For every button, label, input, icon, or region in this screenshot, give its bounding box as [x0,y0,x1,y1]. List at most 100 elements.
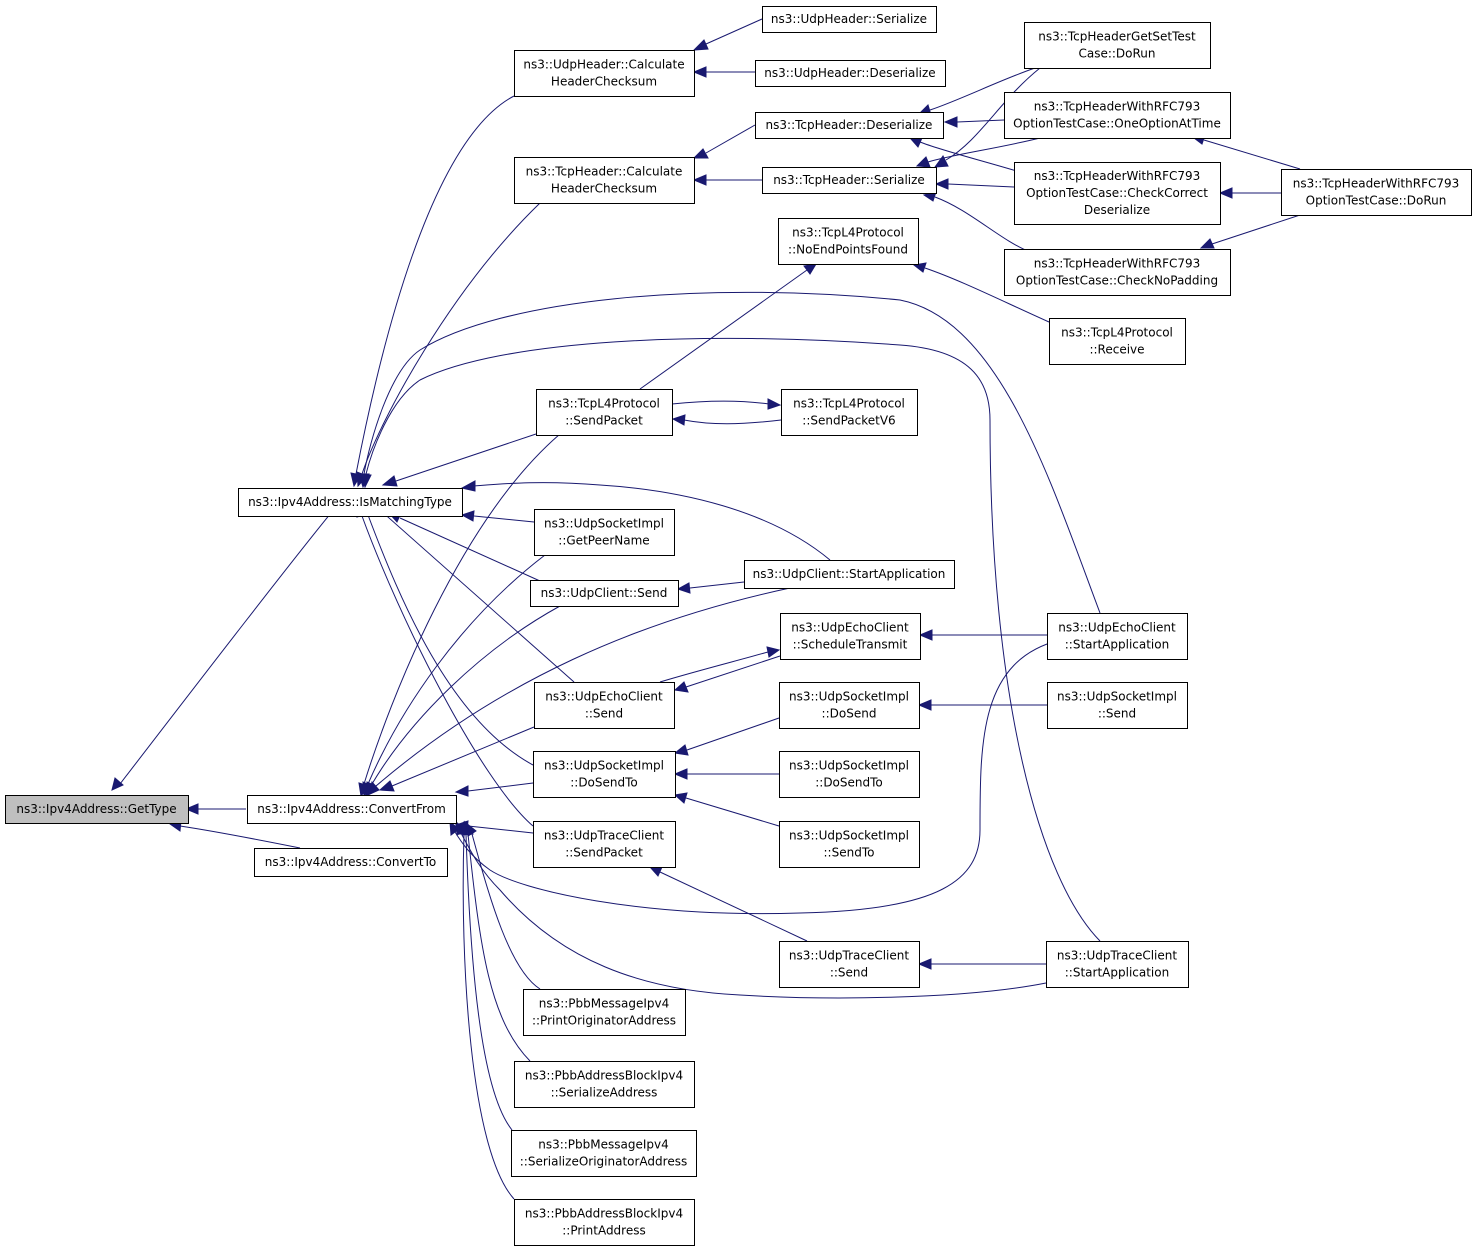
edge-sockdosend-sockdosendto [673,717,780,756]
node-convertfrom[interactable]: ns3::Ipv4Address::ConvertFrom [247,795,457,824]
node-tracesend-label-0: ns3::UdpTraceClient [789,949,909,963]
node-tcphdeser-box [755,112,944,139]
node-pbbserialaddr-label-0: ns3::PbbAddressBlockIpv4 [525,1069,683,1083]
node-tcpl4recv[interactable]: ns3::TcpL4Protocol::Receive [1049,318,1186,365]
node-convertto[interactable]: ns3::Ipv4Address::ConvertTo [254,848,448,877]
edge-rfccheckcorrect-tcphser-arrowhead [934,178,949,190]
edge-tcpl4send-tcpl4send6-line [671,400,770,405]
node-echosend[interactable]: ns3::UdpEchoClient::Send [534,682,675,729]
node-socksend[interactable]: ns3::UdpSocketImpl::Send [1047,682,1188,729]
node-pbbserialaddr[interactable]: ns3::PbbAddressBlockIpv4::SerializeAddre… [514,1061,695,1108]
node-rfcdorun[interactable]: ns3::TcpHeaderWithRFC793OptionTestCase::… [1281,169,1472,216]
node-pbbserialorig[interactable]: ns3::PbbMessageIpv4::SerializeOriginator… [511,1130,697,1177]
node-pbbprintorig[interactable]: ns3::PbbMessageIpv4::PrintOriginatorAddr… [523,989,686,1036]
node-tcpl4send6[interactable]: ns3::TcpL4Protocol::SendPacketV6 [781,389,918,436]
node-rfccheckcorrect-box [1014,162,1221,225]
node-tracestart-box [1046,941,1189,988]
node-udphser[interactable]: ns3::UdpHeader::Serialize [762,6,937,33]
edge-pbbserialaddr-convertfrom-line [467,833,531,1062]
edge-echosend-convertfrom [378,726,535,792]
node-tcphcalc-box [514,157,695,204]
node-sockdosendto[interactable]: ns3::UdpSocketImpl::DoSendTo [533,751,676,798]
edge-echosend-echosched-arrowhead [766,646,781,658]
node-sockdosend-label-0: ns3::UdpSocketImpl [789,690,909,704]
node-echostart[interactable]: ns3::UdpEchoClient::StartApplication [1047,613,1188,660]
node-tcpl4send[interactable]: ns3::TcpL4Protocol::SendPacket [536,389,673,436]
node-udpsockpeer[interactable]: ns3::UdpSocketImpl::GetPeerName [534,509,675,556]
node-udpclistart[interactable]: ns3::UdpClient::StartApplication [744,560,955,589]
node-sockdosendto2-label-0: ns3::UdpSocketImpl [789,759,909,773]
edge-udpsockpeer-ismatching-line [473,515,535,523]
node-sockdosend[interactable]: ns3::UdpSocketImpl::DoSend [779,682,920,729]
edge-tcphdeser-tcphcalc-arrowhead [692,148,709,159]
edge-ismatching-gettype-arrowhead [111,777,124,791]
edge-rfconeopt-tcphser-line [927,137,1041,163]
edge-rfcdorun-rfccheckcorrect-arrowhead [1218,187,1233,199]
node-tcphdeser[interactable]: ns3::TcpHeader::Deserialize [755,112,944,139]
edge-echostart-echosched-arrowhead [918,629,933,641]
node-pbbserialorig-label-0: ns3::PbbMessageIpv4 [538,1138,669,1152]
edge-socksend-sockdosend-arrowhead [917,699,932,711]
node-rfccheckcorrect-label-0: ns3::TcpHeaderWithRFC793 [1034,169,1201,183]
edge-pbbserialorig-convertfrom [460,820,513,1131]
edge-rfconeopt-tcphdeser-line [956,119,1005,123]
node-tcphdeser-label-0: ns3::TcpHeader::Deserialize [766,118,933,132]
node-tcpl4noend[interactable]: ns3::TcpL4Protocol::NoEndPointsFound [778,218,919,265]
edge-pbbprintorig-convertfrom-line [471,833,541,990]
edge-tcpl4recv-tcpl4noend-line [924,267,1050,323]
node-pbbprintaddr-box [514,1199,695,1246]
node-echosched-label-0: ns3::UdpEchoClient [791,621,909,635]
node-echostart-label-0: ns3::UdpEchoClient [1058,621,1176,635]
node-ismatching[interactable]: ns3::Ipv4Address::IsMatchingType [238,488,463,517]
node-convertfrom-label-0: ns3::Ipv4Address::ConvertFrom [257,802,446,816]
edge-udphser-udphcalc [692,18,763,51]
node-sockdosendto-label-0: ns3::UdpSocketImpl [544,759,664,773]
edge-socksendto-sockdosendto-line [685,797,780,827]
edge-tracestart-tracesend-arrowhead [917,958,932,970]
node-socksendto[interactable]: ns3::UdpSocketImpl::SendTo [779,821,920,868]
node-udphdeser[interactable]: ns3::UdpHeader::Deserialize [755,60,946,87]
node-sockdosendto2[interactable]: ns3::UdpSocketImpl::DoSendTo [779,751,920,798]
edge-echosend-echosched-line [659,651,769,683]
node-tcpgetset-label-0: ns3::TcpHeaderGetSetTest [1038,30,1196,44]
node-tcpl4noend-label-1: ::NoEndPointsFound [788,243,908,257]
node-tcphser[interactable]: ns3::TcpHeader::Serialize [762,167,937,194]
edge-udphser-udphcalc-arrowhead [692,39,709,51]
edge-echostart-convertfrom-line [454,639,1061,915]
node-tracestart[interactable]: ns3::UdpTraceClient::StartApplication [1046,941,1189,988]
node-tcpgetset-label-1: Case::DoRun [1078,47,1155,61]
edge-convertto-gettype-line [179,825,301,849]
node-pbbprintaddr[interactable]: ns3::PbbAddressBlockIpv4::PrintAddress [514,1199,695,1246]
node-tracesendpkt[interactable]: ns3::UdpTraceClient::SendPacket [533,821,676,868]
edge-tcpl4send-ismatching [381,433,537,487]
edge-udpclistart-convertfrom [367,587,791,796]
node-tcpl4send-label-0: ns3::TcpL4Protocol [548,397,660,411]
edge-tcpgetset-tcphser-line [945,67,1041,161]
node-convertto-box [254,848,448,877]
node-sockdosend-label-1: ::DoSend [822,707,877,721]
node-echosched[interactable]: ns3::UdpEchoClient::ScheduleTransmit [780,613,921,660]
node-pbbprintaddr-label-1: ::PrintAddress [562,1224,645,1238]
edge-tracesendpkt-ismatching [356,501,534,827]
edge-rfccheckcorrect-tcphser [934,178,1015,190]
edge-tcpl4send-tcpl4noend-line [639,269,808,390]
node-tcpl4noend-label-0: ns3::TcpL4Protocol [792,226,904,240]
edge-tcpgetset-tcphser [933,67,1041,168]
edge-sockdosendto2-sockdosendto-arrowhead [673,768,688,780]
node-tracesend-label-1: ::Send [830,966,868,980]
node-gettype[interactable]: ns3::Ipv4Address::GetType [5,795,189,824]
edge-echostart-ismatching [358,291,1101,614]
node-tracesend[interactable]: ns3::UdpTraceClient::Send [779,941,920,988]
node-tcpl4send6-box [781,389,918,436]
node-rfccheckcorrect[interactable]: ns3::TcpHeaderWithRFC793OptionTestCase::… [1014,162,1221,225]
node-rfconeopt[interactable]: ns3::TcpHeaderWithRFC793OptionTestCase::… [1004,92,1231,139]
node-rfcnopad[interactable]: ns3::TcpHeaderWithRFC793OptionTestCase::… [1004,249,1231,296]
node-socksendto-label-0: ns3::UdpSocketImpl [789,829,909,843]
node-sockdosendto2-box [779,751,920,798]
node-udpclisend[interactable]: ns3::UdpClient::Send [530,580,679,607]
nodes: ns3::Ipv4Address::GetTypens3::Ipv4Addres… [5,6,1472,1246]
